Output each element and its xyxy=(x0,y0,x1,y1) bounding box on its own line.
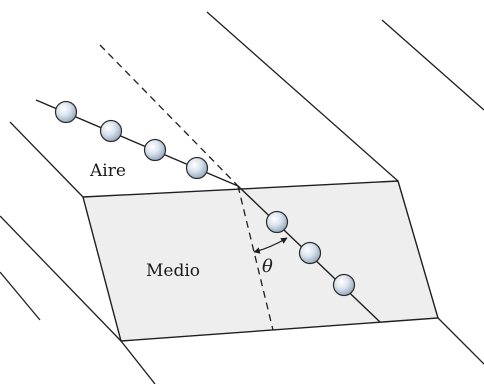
particle xyxy=(56,102,77,123)
boundary-left-edge xyxy=(0,272,40,320)
boundary-left-lower-2 xyxy=(121,341,155,384)
boundary-right-far xyxy=(382,20,484,110)
particle xyxy=(334,275,355,296)
boundary-left-upper xyxy=(10,122,83,197)
boundary-right-lower xyxy=(438,318,484,364)
angle-theta-label: θ xyxy=(262,256,273,277)
particle xyxy=(267,212,288,233)
air-label: Aire xyxy=(89,161,126,181)
medium-label: Medio xyxy=(146,261,200,281)
particle xyxy=(101,121,122,142)
particle xyxy=(300,243,321,264)
boundary-right-upper xyxy=(207,12,398,181)
particle xyxy=(145,140,166,161)
particle xyxy=(187,158,208,179)
medium-slab xyxy=(83,181,438,341)
